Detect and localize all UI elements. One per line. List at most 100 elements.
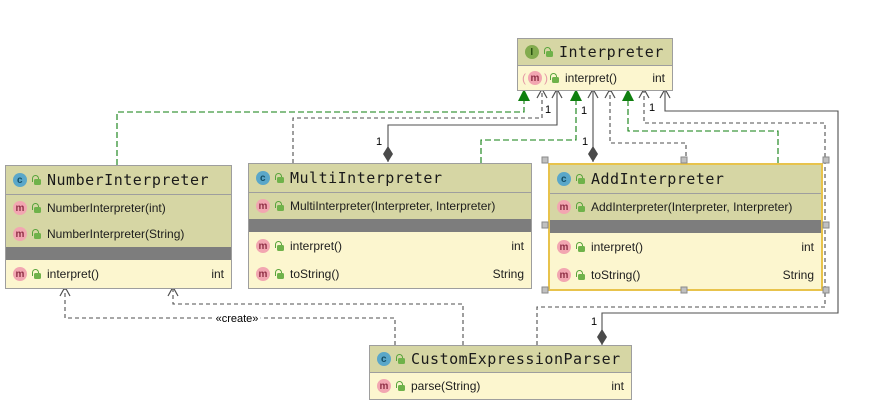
edge-composition-customexpressionparser-interpreter[interactable] <box>601 89 839 345</box>
method-name: interpret() <box>565 71 618 85</box>
selection-handle[interactable] <box>680 156 688 164</box>
method-name: parse(String) <box>411 379 481 393</box>
class-icon: c <box>256 171 270 185</box>
edge-label: 1 <box>646 102 658 114</box>
method-icon: m <box>377 379 391 393</box>
class-title: CustomExpressionParser <box>411 350 621 368</box>
method-icon: m <box>557 200 571 214</box>
selection-handle[interactable] <box>541 221 549 229</box>
class-box-customexpressionparser[interactable]: c CustomExpressionParser m parse(String)… <box>369 345 632 400</box>
class-box-numberinterpreter[interactable]: c NumberInterpreter m NumberInterpreter(… <box>5 165 232 289</box>
realization-arrowhead-icon <box>622 89 634 101</box>
method-return-type: int <box>801 240 814 254</box>
public-lock-icon <box>32 174 42 186</box>
composition-diamond-icon <box>597 329 607 345</box>
edge-label: 1 <box>373 136 385 148</box>
constructor-row[interactable]: m AddInterpreter(Interpreter, Interprete… <box>550 194 821 220</box>
class-title: MultiInterpreter <box>290 169 443 187</box>
method-name: toString() <box>591 268 641 282</box>
method-name: interpret() <box>290 239 343 253</box>
method-name: toString() <box>290 267 340 281</box>
public-lock-icon <box>576 269 586 281</box>
constructor-row[interactable]: m NumberInterpreter(int) <box>6 195 231 221</box>
public-lock-icon <box>396 353 406 365</box>
method-icon: m <box>13 267 27 281</box>
realization-arrowhead-icon <box>570 89 582 101</box>
selection-handle[interactable] <box>822 221 830 229</box>
edge-realization-addinterpreter-interpreter[interactable] <box>627 89 779 163</box>
selection-handle[interactable] <box>541 156 549 164</box>
class-box-multiinterpreter[interactable]: c MultiInterpreter m MultiInterpreter(In… <box>248 163 532 289</box>
class-header-customexpressionparser[interactable]: c CustomExpressionParser <box>370 346 631 373</box>
public-lock-icon <box>275 172 285 184</box>
edge-realization-multiinterpreter-interpreter[interactable] <box>480 89 577 163</box>
class-title: AddInterpreter <box>591 170 725 188</box>
method-row[interactable]: m interpret() int <box>550 233 821 261</box>
fields-separator <box>550 220 821 233</box>
public-lock-icon <box>576 241 586 253</box>
class-header-multiinterpreter[interactable]: c MultiInterpreter <box>249 164 531 193</box>
public-lock-icon <box>275 200 285 212</box>
public-lock-icon <box>544 46 554 58</box>
edge-label: 1 <box>578 105 590 117</box>
method-row[interactable]: m interpret() int <box>249 232 531 260</box>
class-icon: c <box>13 173 27 187</box>
method-return-type: int <box>611 379 624 393</box>
method-return-type: int <box>511 239 524 253</box>
edge-dependency-customexpressionparser-numberinterpreter[interactable] <box>172 287 464 345</box>
method-icon: m <box>13 227 27 241</box>
composition-diamond-icon <box>588 146 598 162</box>
public-lock-icon <box>576 173 586 185</box>
edge-dependency-multiinterpreter-interpreter[interactable] <box>292 89 543 163</box>
method-icon: m <box>13 201 27 215</box>
class-header-interpreter[interactable]: I Interpreter <box>518 39 672 66</box>
method-icon: m <box>557 268 571 282</box>
class-box-addinterpreter[interactable]: c AddInterpreter m AddInterpreter(Interp… <box>548 163 823 291</box>
edge-dependency-addinterpreter-interpreter[interactable] <box>609 89 687 163</box>
selection-handle[interactable] <box>822 156 830 164</box>
class-icon: c <box>557 172 571 186</box>
method-return-type: String <box>492 267 524 281</box>
class-box-interpreter[interactable]: I Interpreter ( m ) interpret() int <box>517 38 673 91</box>
public-lock-icon <box>396 380 406 392</box>
method-row[interactable]: m toString() String <box>249 260 531 288</box>
edge-label: «create» <box>213 313 261 325</box>
edge-dependency-customexpressionparser-interpreter[interactable] <box>536 89 826 345</box>
constructor-row[interactable]: m NumberInterpreter(String) <box>6 221 231 247</box>
method-icon: m <box>256 239 270 253</box>
public-lock-icon <box>576 201 586 213</box>
composition-diamond-icon <box>383 146 393 162</box>
edge-label: 1 <box>542 104 554 116</box>
constructor-name: NumberInterpreter(String) <box>47 227 185 241</box>
method-icon: m <box>528 71 542 85</box>
constructor-name: AddInterpreter(Interpreter, Interpreter) <box>591 200 793 214</box>
constructor-row[interactable]: m MultiInterpreter(Interpreter, Interpre… <box>249 193 531 219</box>
fields-separator <box>6 247 231 260</box>
public-lock-icon <box>275 240 285 252</box>
fields-separator <box>249 219 531 232</box>
method-row[interactable]: ( m ) interpret() int <box>518 66 672 90</box>
edge-composition-multiinterpreter-interpreter[interactable] <box>387 89 558 162</box>
class-header-addinterpreter[interactable]: c AddInterpreter <box>550 165 821 194</box>
class-icon: c <box>377 352 391 366</box>
selection-handle[interactable] <box>680 286 688 294</box>
method-return-type: int <box>211 267 224 281</box>
public-lock-icon <box>550 72 560 84</box>
realization-arrowhead-icon <box>518 89 530 101</box>
abstract-paren-open: ( <box>522 71 526 85</box>
method-name: interpret() <box>591 240 644 254</box>
method-row[interactable]: m interpret() int <box>6 260 231 288</box>
edge-realization-numberinterpreter-interpreter[interactable] <box>116 89 525 165</box>
method-row[interactable]: m parse(String) int <box>370 373 631 399</box>
class-header-numberinterpreter[interactable]: c NumberInterpreter <box>6 166 231 195</box>
method-row[interactable]: m toString() String <box>550 261 821 289</box>
class-title: NumberInterpreter <box>47 171 210 189</box>
abstract-paren-close: ) <box>544 71 548 85</box>
selection-handle[interactable] <box>822 286 830 294</box>
method-name: interpret() <box>47 267 100 281</box>
edge-label: 1 <box>588 316 600 328</box>
selection-handle[interactable] <box>541 286 549 294</box>
class-title: Interpreter <box>559 43 664 61</box>
